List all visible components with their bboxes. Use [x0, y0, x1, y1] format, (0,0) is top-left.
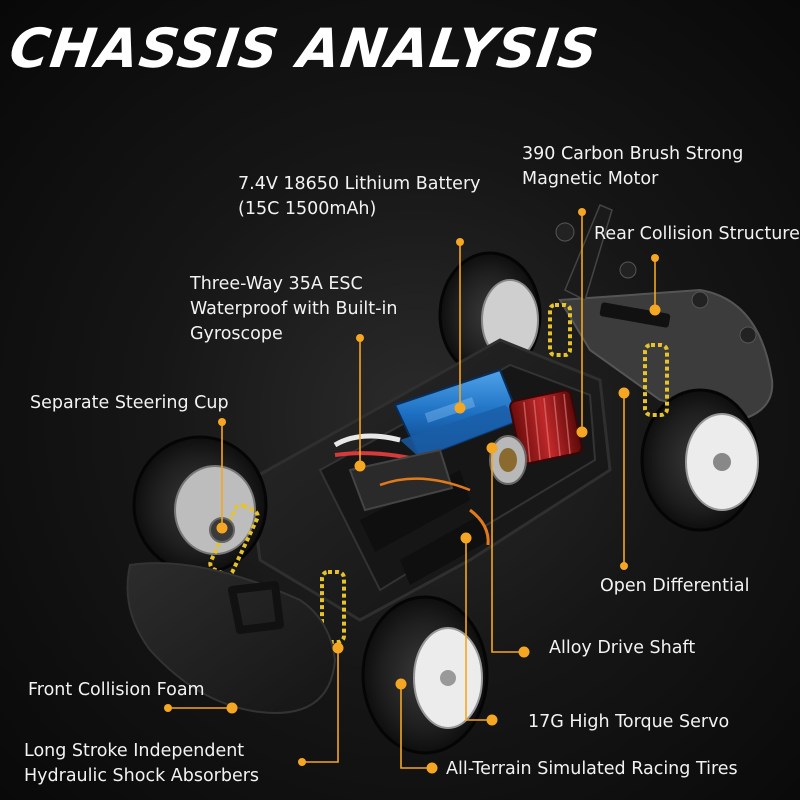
label-battery: 7.4V 18650 Lithium Battery (15C 1500mAh): [238, 172, 481, 222]
callout-lines: [168, 212, 656, 769]
rear-right-tire: [640, 388, 760, 532]
rear-shock-absorber: [548, 303, 669, 417]
front-collision-foam: [126, 562, 337, 714]
label-drive-shaft: Alloy Drive Shaft: [549, 636, 695, 661]
battery-pack: [333, 368, 522, 460]
label-servo-line-1: 17G High Torque Servo: [528, 712, 730, 732]
label-shock-absorbers-line-2: Hydraulic Shock Absorbers: [24, 766, 260, 786]
motor: [489, 389, 583, 485]
label-differential-line-1: Open Differential: [600, 576, 750, 596]
label-tires: All-Terrain Simulated Racing Tires: [446, 757, 738, 782]
label-esc: Three-Way 35A ESC Waterproof with Built-…: [190, 272, 397, 347]
label-motor: 390 Carbon Brush Strong Magnetic Motor: [522, 142, 743, 192]
label-shock-absorbers: Long Stroke Independent Hydraulic Shock …: [24, 739, 259, 789]
label-rear-collision: Rear Collision Structure: [594, 222, 800, 247]
label-shock-absorbers-line-1: Long Stroke Independent: [24, 741, 245, 761]
label-motor-line-1: 390 Carbon Brush Strong: [522, 144, 744, 164]
label-esc-line-3: Gyroscope: [190, 324, 283, 344]
label-battery-line-2: (15C 1500mAh): [238, 199, 377, 219]
esc-unit: [348, 448, 490, 546]
label-steering-cup: Separate Steering Cup: [30, 391, 229, 416]
label-steering-cup-line-1: Separate Steering Cup: [30, 393, 229, 413]
label-drive-shaft-line-1: Alloy Drive Shaft: [549, 638, 696, 658]
label-tires-line-1: All-Terrain Simulated Racing Tires: [446, 759, 738, 779]
label-rear-collision-line-1: Rear Collision Structure: [594, 224, 800, 244]
front-right-tire: [361, 595, 489, 755]
label-esc-line-1: Three-Way 35A ESC: [190, 274, 363, 294]
label-motor-line-2: Magnetic Motor: [522, 169, 659, 189]
label-esc-line-2: Waterproof with Built-in: [190, 299, 398, 319]
label-front-foam: Front Collision Foam: [28, 678, 205, 703]
label-front-foam-line-1: Front Collision Foam: [28, 680, 205, 700]
label-differential: Open Differential: [600, 574, 749, 599]
label-battery-line-1: 7.4V 18650 Lithium Battery: [238, 174, 481, 194]
page-title: CHASSIS ANALYSIS: [5, 17, 603, 80]
callout-dots: [164, 208, 661, 774]
label-servo: 17G High Torque Servo: [528, 710, 729, 735]
